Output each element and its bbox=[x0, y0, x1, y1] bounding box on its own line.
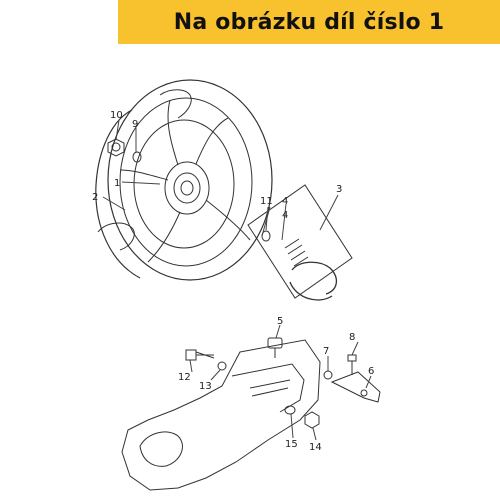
label-5: 5 bbox=[277, 316, 283, 327]
bolt-12 bbox=[185, 349, 215, 361]
brake-shoe-group bbox=[247, 184, 353, 301]
label-6: 6 bbox=[368, 366, 374, 377]
o-ring-13 bbox=[217, 361, 227, 371]
washer-15 bbox=[284, 405, 296, 415]
title-banner: Na obrázku díl číslo 1 bbox=[118, 0, 500, 44]
washer-7 bbox=[323, 370, 333, 380]
bolt-8 bbox=[347, 354, 357, 375]
label-13: 13 bbox=[199, 381, 212, 392]
label-15: 15 bbox=[285, 439, 298, 450]
label-2: 2 bbox=[92, 192, 98, 203]
label-14: 14 bbox=[309, 442, 322, 453]
washer-9 bbox=[132, 151, 142, 163]
label-1: 1 bbox=[114, 178, 120, 189]
nut-14 bbox=[304, 411, 320, 429]
leader-lines bbox=[102, 119, 372, 441]
rear-wheel bbox=[95, 79, 273, 281]
label-7: 7 bbox=[323, 346, 329, 357]
transmission-case bbox=[121, 339, 321, 491]
brake-cam-5 bbox=[267, 337, 283, 358]
brake-arm-6 bbox=[330, 371, 381, 403]
label-12: 12 bbox=[178, 372, 191, 383]
banner-text: Na obrázku díl číslo 1 bbox=[173, 9, 445, 35]
axle-nut-10 bbox=[107, 138, 125, 157]
label-8: 8 bbox=[349, 332, 355, 343]
label-4a: 4 bbox=[282, 196, 288, 207]
label-10: 10 bbox=[110, 110, 123, 121]
label-4b: 4 bbox=[282, 210, 288, 221]
label-3: 3 bbox=[336, 184, 342, 195]
part-labels: 1 2 3 4 4 5 6 7 8 9 10 11 12 13 14 15 bbox=[92, 110, 374, 453]
label-9: 9 bbox=[132, 119, 138, 130]
label-11: 11 bbox=[260, 196, 273, 207]
